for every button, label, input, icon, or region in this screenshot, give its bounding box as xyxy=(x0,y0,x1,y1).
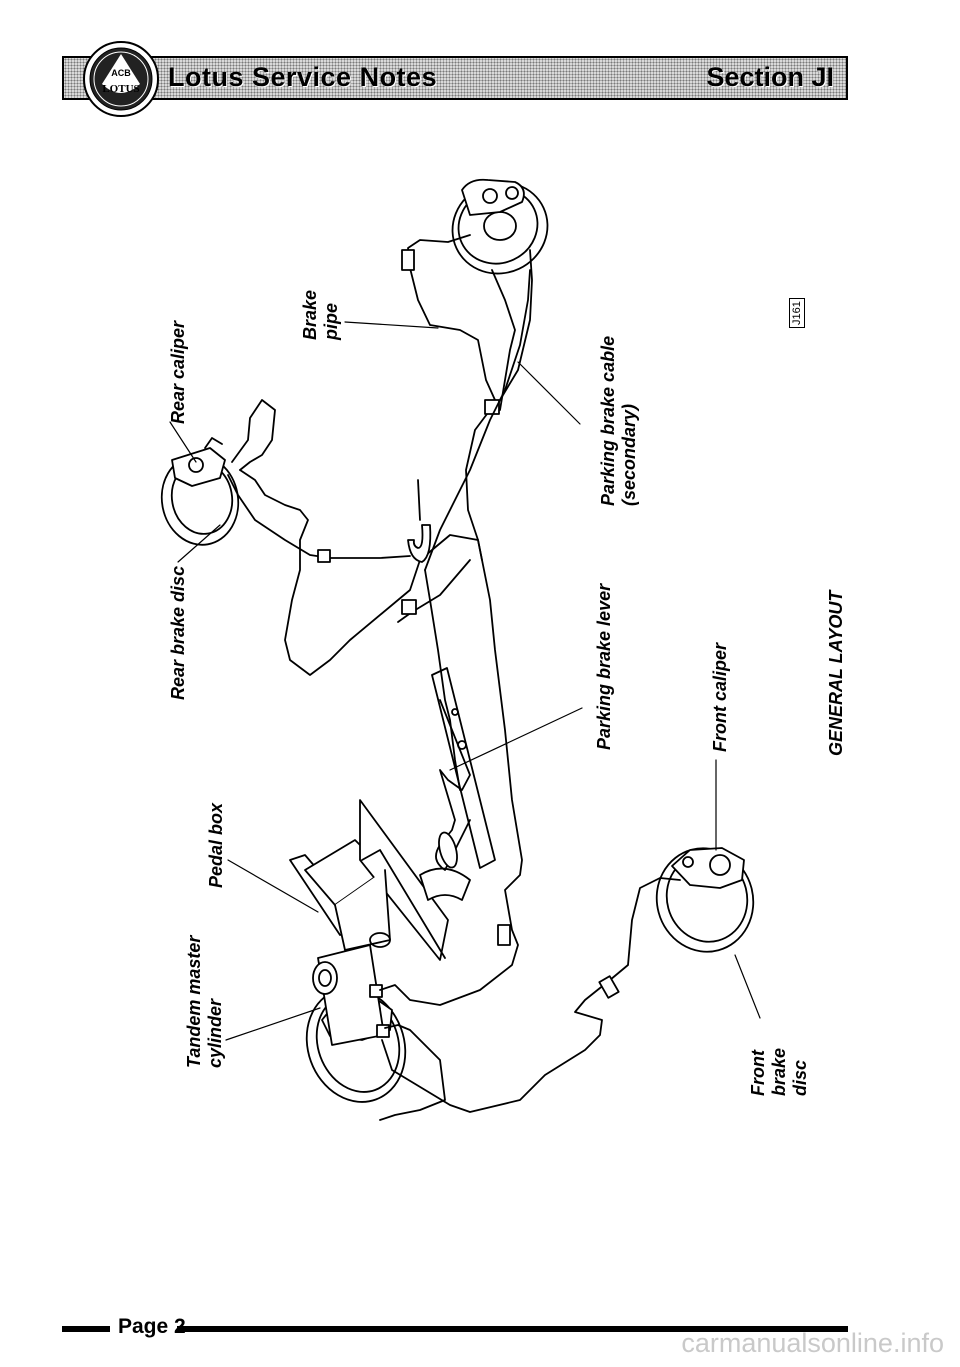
lotus-logo: ACB LOTUS xyxy=(83,41,159,117)
logo-monogram: ACB xyxy=(111,68,131,78)
label-general-layout: GENERAL LAYOUT xyxy=(826,590,846,756)
page-number: Page 2 xyxy=(118,1315,186,1338)
front-caliper xyxy=(671,847,745,889)
label-front-brake-disc: Front brake disc xyxy=(748,1047,810,1096)
page-header: Lotus Service Notes Section JI xyxy=(62,56,848,100)
pedal-box xyxy=(289,799,471,961)
label-pedal-box: Pedal box xyxy=(206,802,226,888)
brake-pipes xyxy=(227,234,681,1121)
parking-brake-lever xyxy=(431,667,496,871)
logo-text: LOTUS xyxy=(102,83,139,95)
watermark: carmanualsonline.info xyxy=(681,1328,944,1358)
rear-caliper xyxy=(171,437,226,487)
parking-brake-cable xyxy=(417,269,531,791)
label-tandem-master-cylinder: Tandem master cylinder xyxy=(184,935,225,1068)
header-section: Section JI xyxy=(706,62,834,92)
label-parking-brake-lever: Parking brake lever xyxy=(594,583,614,750)
header-title: Lotus Service Notes xyxy=(168,62,438,92)
rear-right-brake-disc xyxy=(451,178,549,275)
footer-rule-left xyxy=(62,1326,110,1332)
footer-rule-right xyxy=(177,1326,848,1332)
leader-lines xyxy=(169,321,761,1041)
label-rear-brake-disc: Rear brake disc xyxy=(168,565,188,700)
label-parking-brake-cable: Parking brake cable (secondary) xyxy=(598,335,639,506)
tandem-master-cylinder xyxy=(312,944,390,1046)
label-front-caliper: Front caliper xyxy=(710,642,730,752)
figure-reference: J161 xyxy=(789,298,805,328)
page-footer: Page 2 xyxy=(62,1315,848,1339)
label-brake-pipe: Brake pipe xyxy=(300,289,341,340)
label-rear-caliper: Rear caliper xyxy=(168,320,188,424)
